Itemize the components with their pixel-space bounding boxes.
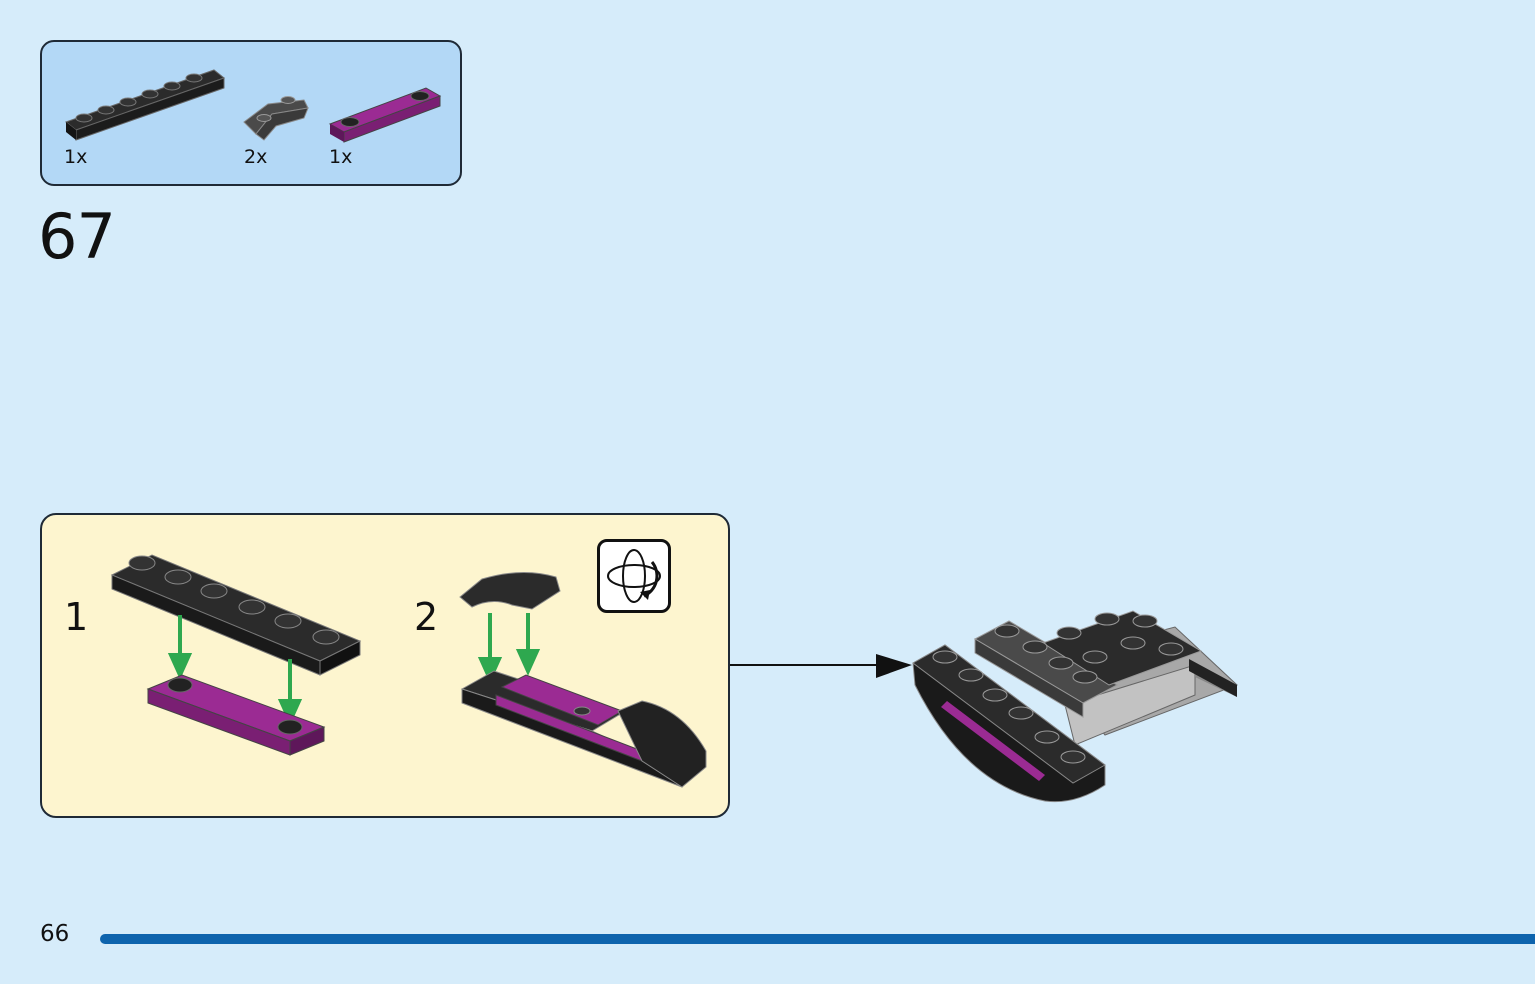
part-quantity-3: 1x	[329, 146, 353, 168]
part-curved-slope-gray	[243, 96, 309, 141]
page-footer-bar	[100, 934, 1535, 944]
substep-1-illustration	[110, 554, 362, 756]
assembled-model	[912, 610, 1238, 803]
part-plate-1x6-black	[64, 69, 226, 141]
part-quantity-2: 2x	[244, 146, 268, 168]
green-arrow-icon	[167, 615, 303, 726]
step-number: 67	[38, 200, 116, 273]
parts-illustrations	[64, 69, 442, 143]
part-plate-purple	[328, 87, 442, 143]
substep-illustrations	[110, 554, 707, 788]
substep-2-illustration	[459, 571, 707, 788]
rotate-icon-glyph	[607, 549, 661, 603]
green-arrow-icon	[477, 613, 541, 684]
rotate-model-icon	[597, 539, 671, 613]
substep-callout: 1 2	[40, 513, 730, 818]
part-quantity-1: 1x	[64, 146, 88, 168]
parts-list: 1x 2x 1x	[40, 40, 462, 186]
substep-2-number: 2	[414, 595, 439, 639]
page-number: 66	[40, 921, 70, 947]
substep-1-number: 1	[64, 595, 89, 639]
